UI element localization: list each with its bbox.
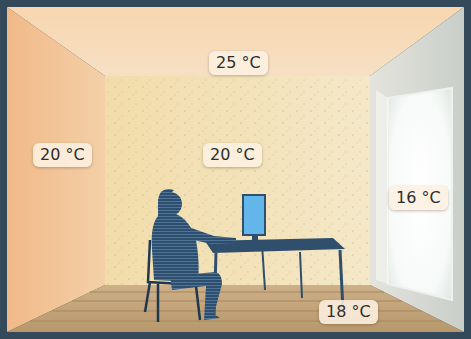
temperature-value: 20 °C [210, 146, 255, 164]
temperature-value: 16 °C [396, 189, 441, 207]
temperature-value: 25 °C [216, 54, 261, 72]
wall-texture [105, 76, 370, 285]
floor [7, 285, 464, 332]
ceiling-temperature: 25 °C [209, 51, 268, 75]
left-wall [7, 7, 105, 332]
window-glow [376, 90, 388, 284]
window-temperature: 16 °C [389, 186, 448, 210]
right-wall [370, 7, 464, 332]
back-wall [105, 76, 370, 285]
back-wall-temperature: 20 °C [203, 143, 262, 167]
left-wall-temperature: 20 °C [33, 143, 92, 167]
floor-boards [30, 292, 442, 321]
temperature-value: 18 °C [326, 303, 371, 321]
window [388, 88, 452, 300]
person-silhouette [152, 189, 236, 320]
temperature-value: 20 °C [40, 146, 85, 164]
floor-temperature: 18 °C [319, 300, 378, 324]
computer-monitor [242, 194, 266, 243]
